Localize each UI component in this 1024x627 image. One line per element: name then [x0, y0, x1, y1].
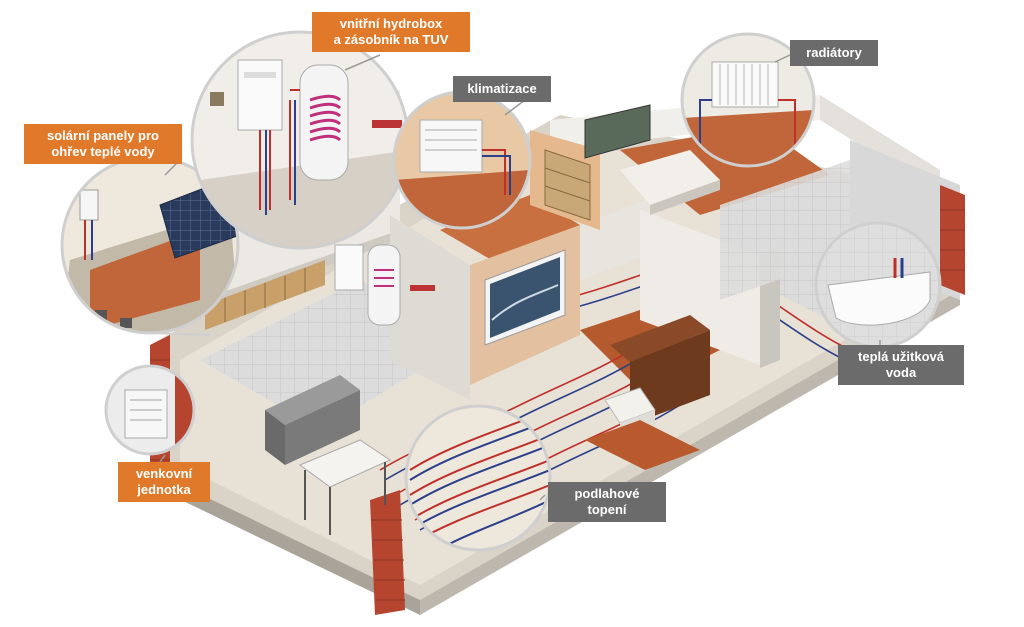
- klimatizace-callout: [392, 90, 532, 230]
- outdoor-unit: [124, 389, 168, 439]
- bed: [620, 150, 720, 215]
- tuv-label-line2: voda: [885, 365, 917, 380]
- kitchen-cabinets: [205, 260, 325, 330]
- hot-water-callout: [814, 221, 942, 349]
- podlahove-label: podlahové topení: [548, 482, 666, 522]
- podlahove-label-line1: podlahové: [574, 486, 640, 501]
- hydrobox-in-house: [334, 244, 435, 326]
- solar-label-line2: ohřev teplé vody: [51, 144, 155, 159]
- podlahove-label-line2: topení: [587, 502, 627, 517]
- water-tank: [299, 64, 349, 181]
- study-floor: [440, 195, 580, 265]
- bathroom-wall-tiles: [720, 160, 850, 300]
- radiatory-label: radiátory: [790, 40, 878, 66]
- klimatizace-label-line1: klimatizace: [467, 81, 537, 96]
- bathtub: [827, 271, 931, 326]
- ac-unit: [419, 119, 483, 173]
- floor-heating-callout: [404, 404, 552, 552]
- rug: [585, 420, 700, 470]
- wall-tv: [484, 249, 566, 346]
- kitchen-island: [141, 375, 360, 465]
- tuv-label: teplá užitková voda: [838, 345, 964, 385]
- outdoor-unit-callout: [104, 364, 196, 456]
- venkovni-label-line1: venkovní: [135, 466, 193, 481]
- hydrobox-label: vnitřní hydrobox a zásobník na TUV: [312, 12, 470, 52]
- bookshelf: [544, 149, 591, 221]
- hydrobox-callout: [190, 30, 410, 250]
- dining-table: [298, 439, 392, 535]
- tuv-label-line1: teplá užitková: [858, 349, 944, 364]
- radiatory-label-line1: radiátory: [806, 45, 862, 60]
- bedroom-painting: [584, 104, 651, 159]
- hydrobox-label-line2: a zásobník na TUV: [333, 32, 449, 47]
- solar-label: solární panely pro ohřev teplé vody: [24, 124, 182, 164]
- hydrobox-label-line1: vnitřní hydrobox: [339, 16, 443, 31]
- venkovni-label-line2: jednotka: [137, 482, 191, 497]
- hydrobox-unit: [237, 59, 283, 131]
- klimatizace-label: klimatizace: [453, 76, 551, 102]
- venkovni-label: venkovní jednotka: [118, 462, 210, 502]
- solar-label-line1: solární panely pro: [47, 128, 159, 143]
- sofa: [610, 315, 710, 425]
